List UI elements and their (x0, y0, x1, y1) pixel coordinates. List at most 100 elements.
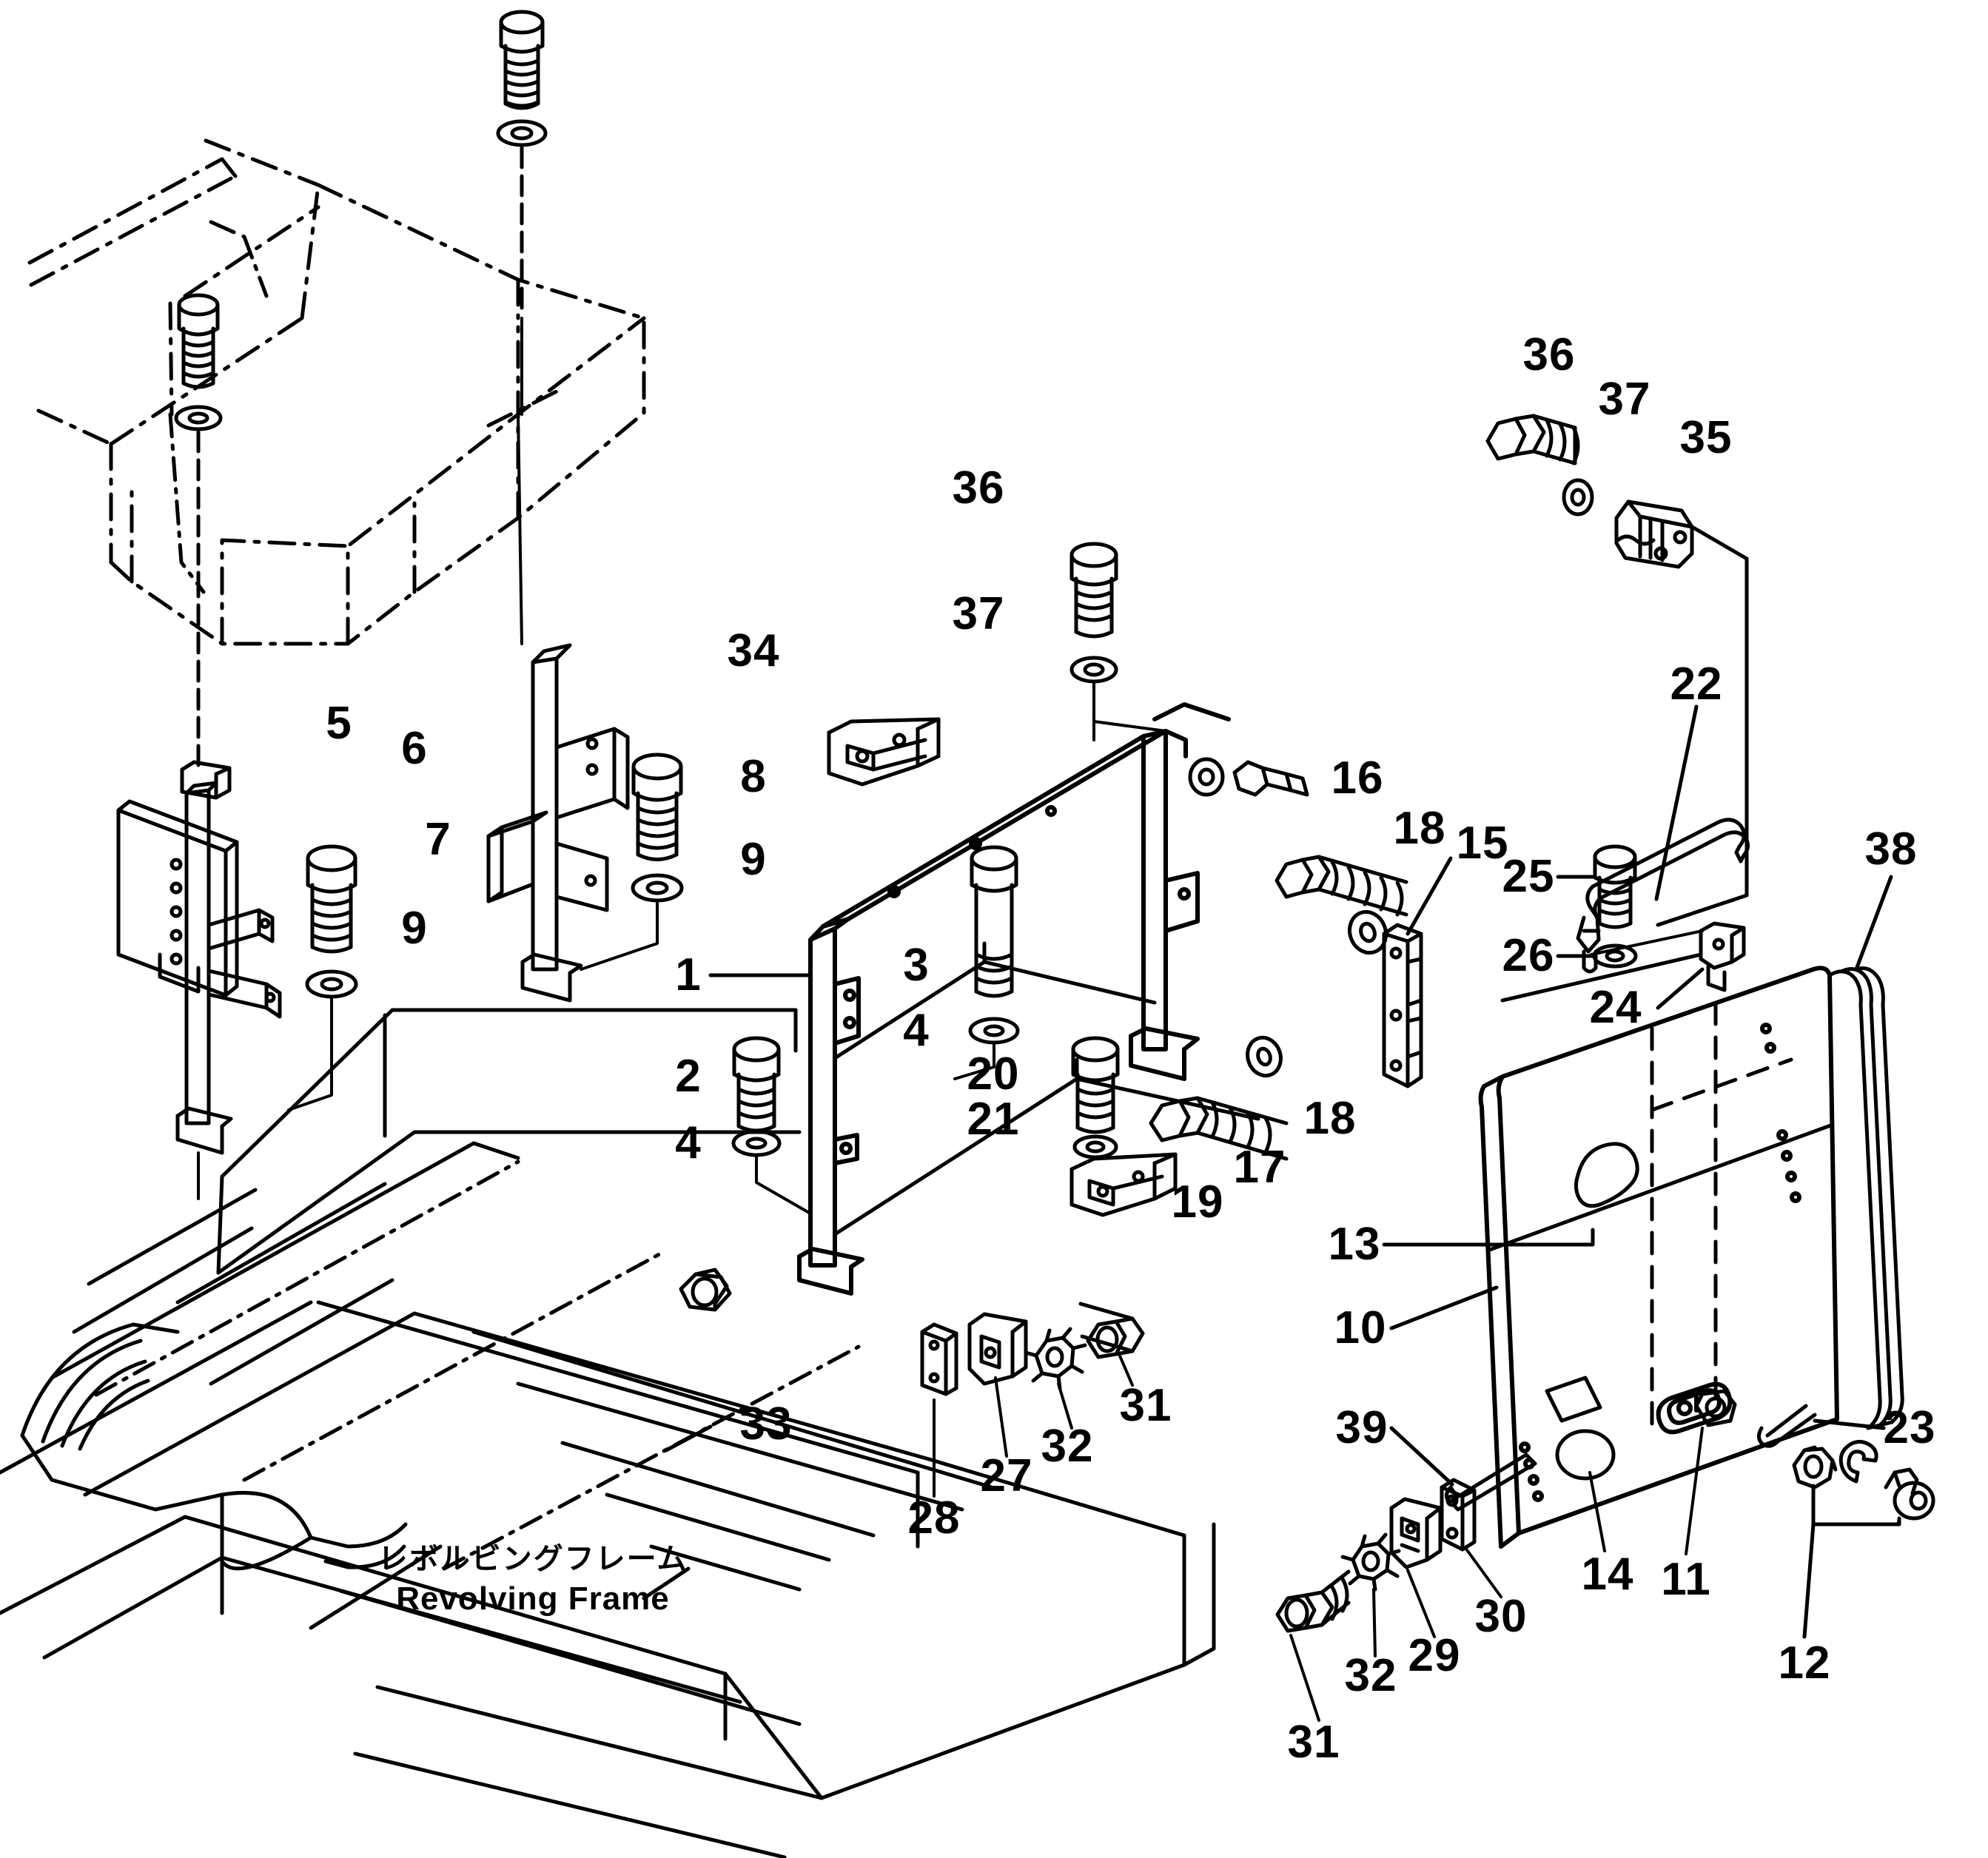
bolt-31-lower (1275, 1569, 1351, 1633)
callout-39: 39 (1335, 1402, 1388, 1453)
caption-leader-left (309, 1544, 443, 1630)
washer-9-lower (305, 969, 358, 999)
leader-10 (1389, 1285, 1499, 1330)
bracket-35 (1614, 499, 1694, 569)
assembly-line-3-4 (953, 1043, 995, 1080)
leader-24-long (1500, 952, 1703, 1003)
callout-35: 35 (1679, 412, 1733, 463)
leader-29 (1406, 1569, 1436, 1638)
callout-31-a: 31 (1119, 1380, 1172, 1431)
callout-18-b: 18 (1303, 1093, 1357, 1144)
leader-15 (1406, 856, 1453, 936)
leader-14 (1588, 1471, 1606, 1552)
callout-27: 27 (980, 1450, 1033, 1501)
leader-27 (994, 1376, 1008, 1458)
assembly-line-7-9 (287, 996, 333, 1111)
caption-english: Revolving Frame (396, 1581, 670, 1617)
assembly-line-36-37-b (1092, 720, 1167, 741)
left-post-assembly (116, 760, 282, 1155)
callout-18-a: 18 (1393, 803, 1446, 854)
callout-13: 13 (1328, 1219, 1381, 1270)
bolt-25 (1593, 844, 1637, 929)
bracket-24 (1699, 921, 1746, 992)
callout-11: 11 (1661, 1554, 1711, 1605)
callout-3: 3 (903, 940, 930, 991)
callout-33: 33 (739, 1398, 793, 1450)
leader-31-upper (1118, 1353, 1134, 1387)
rod-22 (1576, 818, 1750, 974)
leader-23 (1813, 1418, 1886, 1430)
bolt-31-upper (1078, 1302, 1145, 1359)
clamp-34 (827, 717, 941, 787)
knob-12 (1884, 1467, 1935, 1521)
leader-30 (1464, 1546, 1502, 1598)
caption-japanese: レボルビングフレーム (377, 1542, 688, 1576)
callout-6: 6 (401, 723, 428, 774)
callout-32-a: 32 (1041, 1421, 1094, 1472)
bolt-3 (970, 845, 1018, 998)
shim-plate-28 (920, 1322, 958, 1396)
callout-4-b: 4 (675, 1117, 702, 1168)
retaining-clip-12 (1838, 1440, 1878, 1484)
callout-22: 22 (1670, 659, 1723, 710)
callout-19: 19 (1171, 1177, 1224, 1228)
leader-38 (1854, 875, 1893, 972)
leader-32-upper (1057, 1382, 1073, 1430)
side-panel-10 (1478, 966, 1839, 1549)
callout-37-b: 37 (952, 588, 1005, 639)
callout-34: 34 (727, 625, 780, 676)
callout-30: 30 (1474, 1591, 1528, 1642)
revolving-frame-fender (20, 1322, 408, 1571)
hood-bolt-left (177, 293, 220, 389)
washer-18-upper (1347, 909, 1388, 955)
assembly-line-24 (1590, 929, 1704, 956)
callout-17: 17 (1233, 1142, 1286, 1193)
latch-11 (1694, 1389, 1737, 1427)
leader-31-lower (1289, 1634, 1320, 1722)
door-seal-38 (1827, 966, 1904, 1430)
leader-32-lower (1372, 1588, 1377, 1657)
callout-16: 16 (1331, 753, 1384, 804)
leader-11 (1685, 1427, 1704, 1555)
clamp-19 (1069, 1152, 1178, 1217)
hood-washer-top (496, 119, 548, 147)
hood-bolt-top (499, 10, 545, 110)
callout-9-a: 9 (740, 834, 767, 885)
bolt-36-right (1485, 414, 1580, 465)
callout-23: 23 (1883, 1402, 1936, 1453)
callout-8: 8 (740, 751, 767, 802)
callout-9-b: 9 (401, 903, 428, 954)
hood-washer-left (174, 405, 223, 431)
callout-36-a: 36 (1522, 329, 1576, 380)
callout-5: 5 (326, 698, 352, 749)
assembly-line-2-4 (755, 1156, 812, 1215)
nut-33 (679, 1268, 732, 1312)
bolt-7 (306, 844, 357, 954)
leader-22 (1654, 704, 1699, 901)
callout-36-b: 36 (952, 462, 1005, 514)
side-panel-hidden-lines (1650, 1001, 1793, 1430)
bracket-29 (1389, 1497, 1443, 1569)
callout-4-a: 4 (903, 1005, 930, 1056)
assembly-line-center-left (517, 413, 523, 645)
callout-2: 2 (675, 1051, 702, 1102)
callout-10: 10 (1334, 1302, 1387, 1353)
washer-9-upper (631, 873, 684, 903)
revolving-frame-caption: レボルビングフレーム Revolving Frame (378, 1535, 688, 1618)
canopy-frame-main (797, 702, 1231, 1296)
callout-29: 29 (1408, 1630, 1461, 1681)
leader-24 (1656, 967, 1705, 1010)
nut-washer-frame-top (1188, 757, 1309, 797)
bolt-20 (1071, 1036, 1120, 1134)
callout-21: 21 (967, 1094, 1020, 1145)
callout-37-a: 37 (1598, 374, 1651, 425)
caption-leader-right (642, 1566, 691, 1600)
revolving-frame-reference (0, 1008, 1216, 1858)
callout-32-b: 32 (1344, 1650, 1397, 1701)
washer-37-right (1562, 478, 1594, 516)
revolving-frame-phantom (94, 1159, 861, 1571)
washer-37-center (1069, 656, 1118, 684)
bolt-36-center (1069, 542, 1118, 639)
callout-25: 25 (1502, 851, 1555, 902)
